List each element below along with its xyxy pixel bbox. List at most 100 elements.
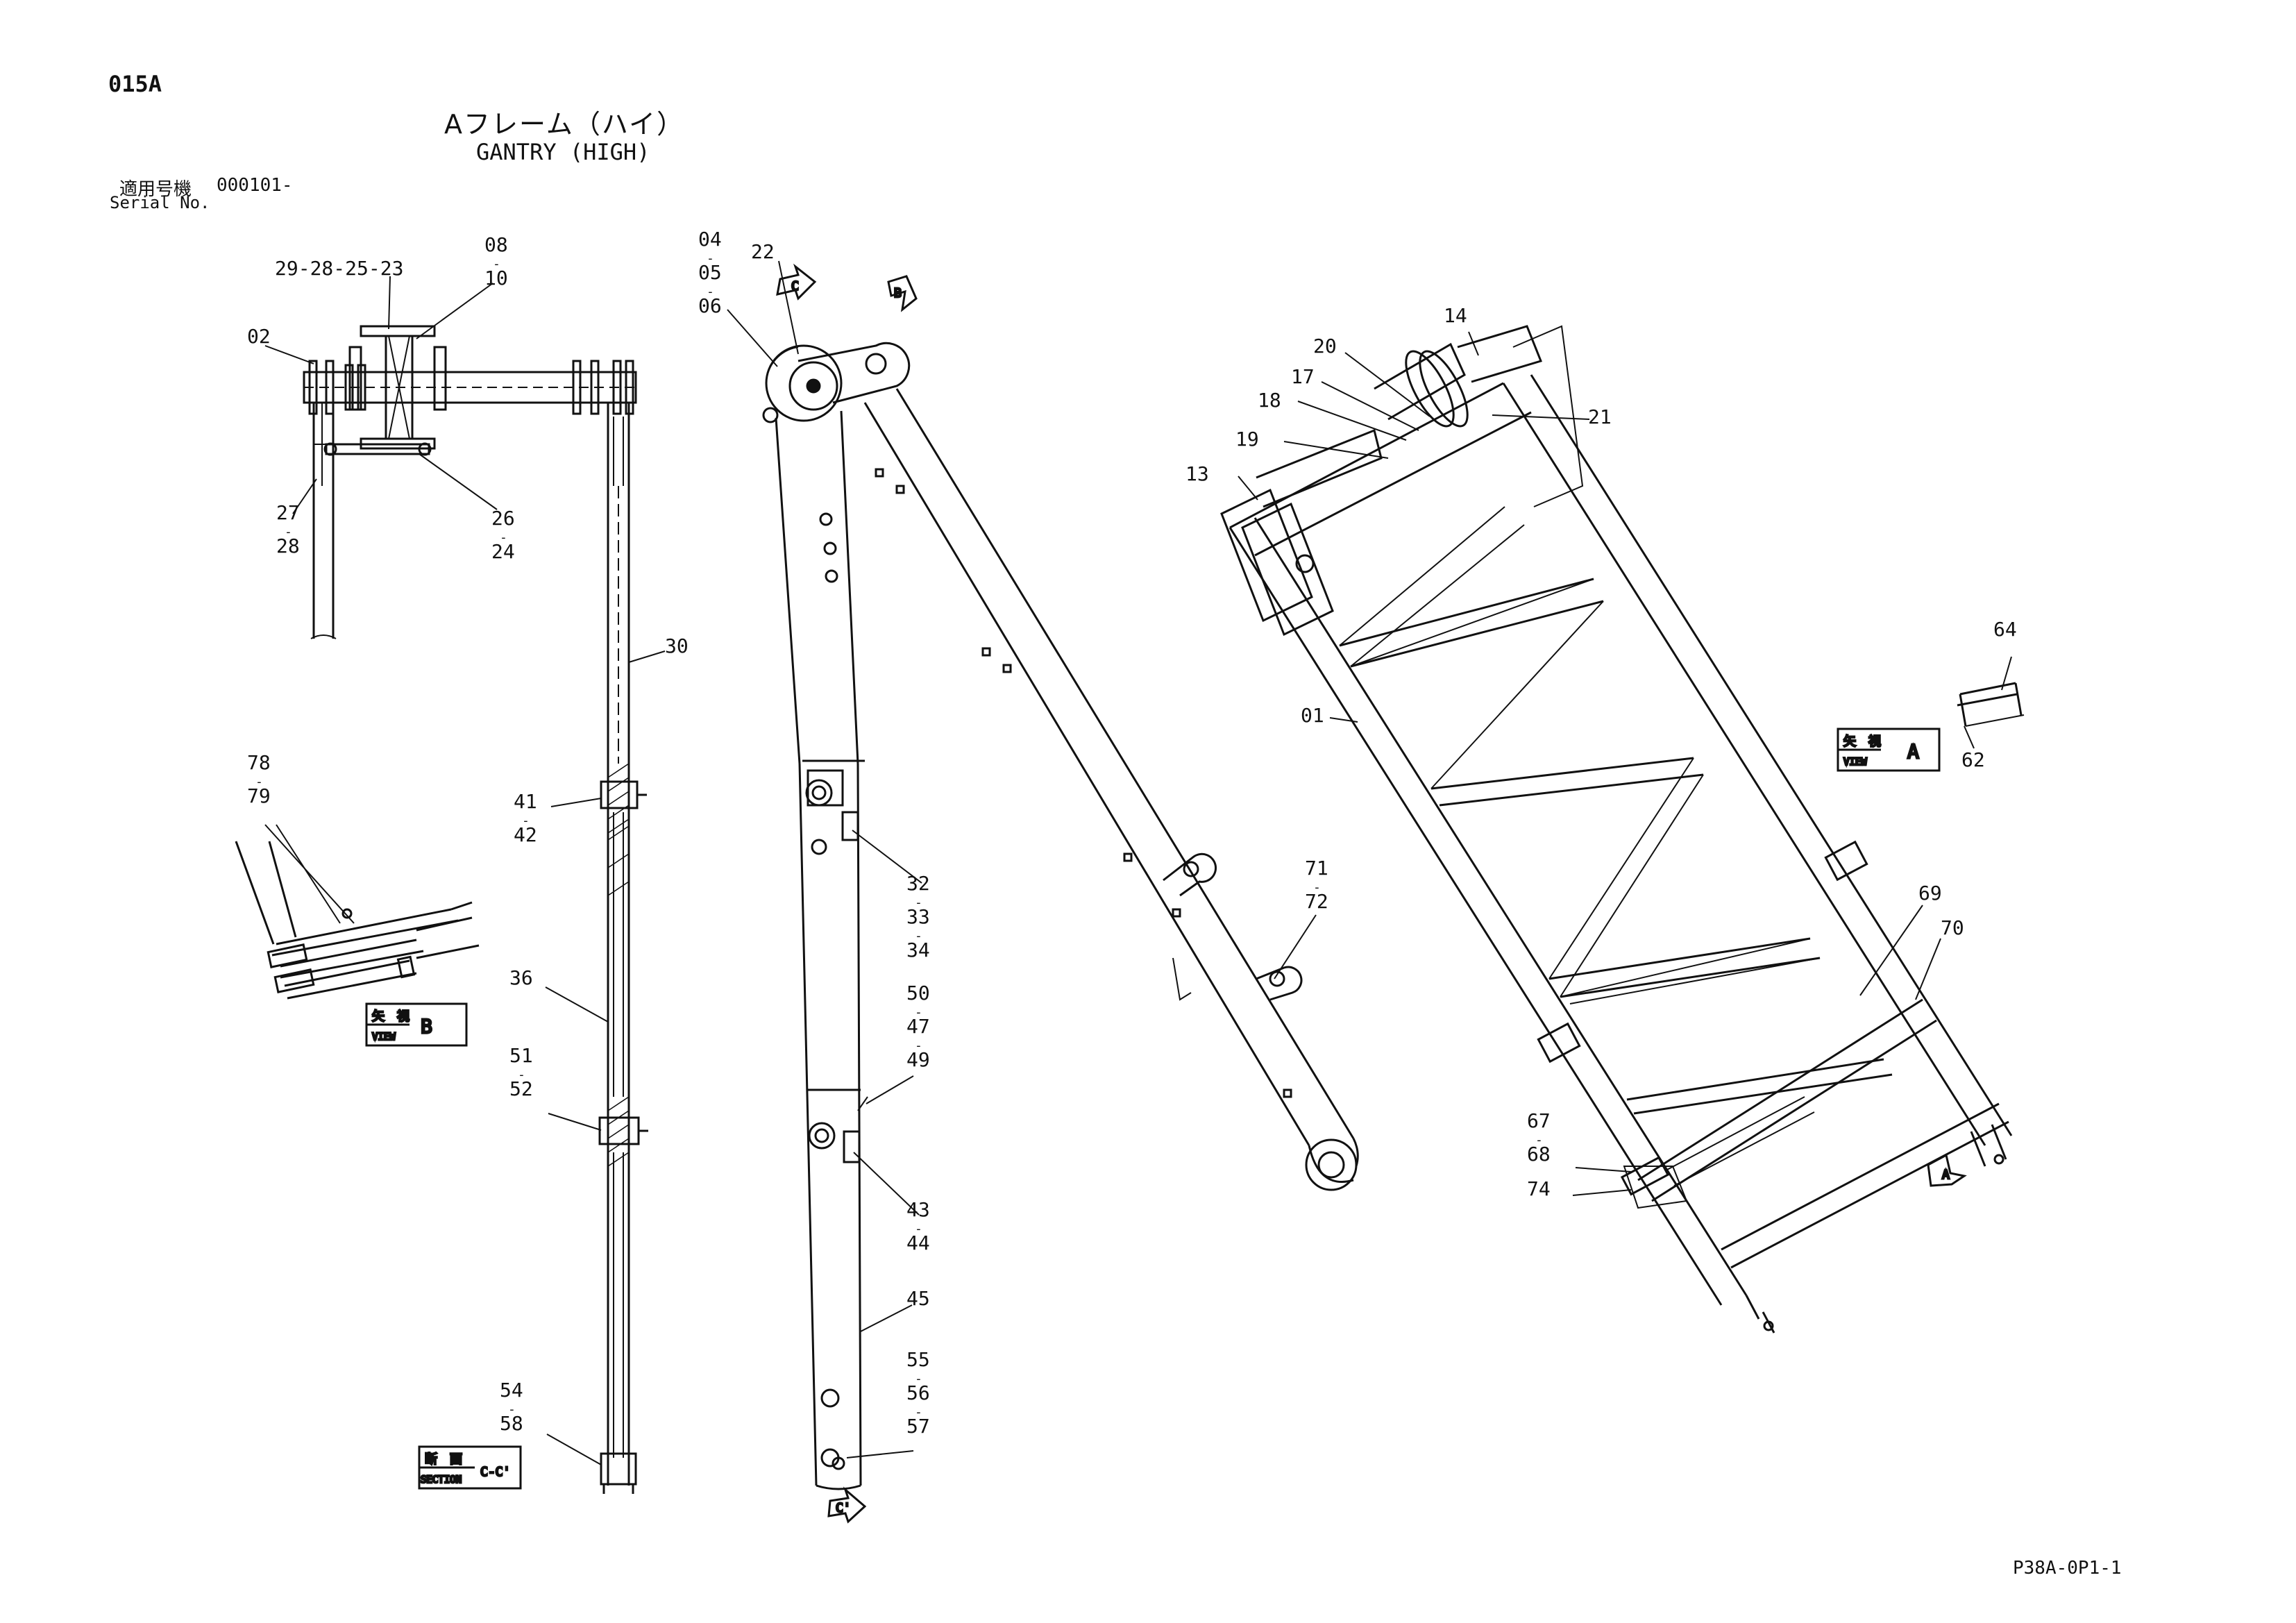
document-id: P38A-0P1-1 (2013, 1558, 2122, 1579)
callout-sep: - (915, 1038, 922, 1053)
callout-24: 24 (491, 540, 515, 563)
callout-54: 54 (500, 1379, 523, 1402)
callout-51: 51 (509, 1044, 533, 1067)
serial-number-value: 000101- (217, 175, 293, 196)
callout-sep: - (915, 895, 922, 910)
callout-56: 56 (906, 1381, 930, 1404)
callout-62: 62 (1961, 748, 1985, 771)
callout-45: 45 (906, 1287, 930, 1310)
callout-49: 49 (906, 1048, 930, 1071)
callout-01: 01 (1301, 704, 1324, 727)
callout-20: 20 (1313, 335, 1337, 358)
callout-sep: - (707, 251, 714, 266)
callout-70: 70 (1941, 916, 1964, 939)
callout-sep: - (915, 929, 922, 943)
callout-55: 55 (906, 1348, 930, 1371)
callout-27: 27 (276, 501, 300, 524)
callout-67: 67 (1527, 1109, 1551, 1132)
section-arrow-c-prime: C' (827, 1486, 867, 1524)
callout-47: 47 (906, 1015, 930, 1038)
section-cc-box: 断 面 SECTION C-C' (418, 1445, 522, 1490)
callout-29-28-25-23: 29-28-25-23 (275, 257, 403, 280)
callout-57: 57 (906, 1415, 930, 1438)
callout-06: 06 (698, 294, 722, 317)
callout-44: 44 (906, 1231, 930, 1254)
callout-sep: - (493, 257, 500, 271)
callout-22: 22 (751, 240, 775, 263)
callout-14: 14 (1444, 304, 1467, 327)
callout-79: 79 (247, 784, 271, 807)
callout-30: 30 (665, 634, 689, 657)
callout-labels: 08 - 10 29-28-25-23 02 27 - 28 26 - 24 3… (247, 228, 2017, 1438)
view-b-en: VIEW (372, 1032, 396, 1043)
section-cc-jp: 断 面 (425, 1452, 462, 1467)
callout-52: 52 (509, 1077, 533, 1100)
callout-50: 50 (906, 982, 930, 1004)
callout-sep: - (1535, 1133, 1543, 1147)
callout-sep: - (707, 285, 714, 299)
title-japanese: Aフレーム（ハイ） (444, 109, 685, 140)
callout-10: 10 (484, 267, 508, 289)
callout-sep: - (255, 775, 263, 789)
arrow-label-c: C (791, 279, 799, 294)
view-a-box: 矢 視 VIEW A (1837, 728, 1941, 772)
callout-19: 19 (1235, 428, 1259, 451)
section-cc-drawing (303, 325, 648, 1494)
view-b-box: 矢 視 VIEW B (365, 1002, 468, 1047)
callout-21: 21 (1588, 405, 1612, 428)
callout-68: 68 (1527, 1143, 1551, 1166)
view-a-letter: A (1907, 740, 1919, 763)
view-arrow-b: B (887, 275, 918, 312)
view-b-letter: B (421, 1015, 432, 1038)
callout-41: 41 (514, 790, 537, 813)
side-view-drawing (762, 342, 1359, 1490)
callout-13: 13 (1185, 462, 1209, 485)
callout-64: 64 (1993, 618, 2017, 641)
callout-42: 42 (514, 823, 537, 846)
title-english: GANTRY (HIGH) (476, 139, 650, 165)
section-arrow-c: C (776, 263, 817, 301)
callout-58: 58 (500, 1412, 523, 1435)
serial-label-english: Serial No. (110, 193, 210, 212)
callout-71: 71 (1305, 857, 1328, 880)
callout-sep: - (915, 1372, 922, 1386)
arrow-label-b: B (894, 286, 902, 301)
view-a-en: VIEW (1843, 757, 1867, 768)
callout-sep: - (522, 814, 530, 828)
leader-lines (264, 260, 2012, 1465)
view-b-drawing (235, 841, 480, 1000)
callout-28: 28 (276, 535, 300, 557)
callout-sep: - (915, 1405, 922, 1420)
section-cc-en: SECTION (421, 1474, 462, 1486)
view-b-jp: 矢 視 (372, 1009, 410, 1024)
callout-17: 17 (1291, 365, 1315, 388)
drawing-code: 015A (108, 71, 162, 97)
callout-26: 26 (491, 507, 515, 530)
callout-02: 02 (247, 325, 271, 348)
section-cc-letter: C-C' (480, 1465, 510, 1479)
callout-69: 69 (1918, 882, 1942, 905)
callout-08: 08 (484, 233, 508, 256)
callout-sep: - (518, 1068, 525, 1082)
callout-sep: - (915, 1222, 922, 1236)
view-arrow-a: A (1927, 1153, 1967, 1187)
callout-05: 05 (698, 261, 722, 284)
arrow-label-a: A (1942, 1168, 1950, 1182)
callout-sep: - (285, 525, 292, 539)
callout-33: 33 (906, 905, 930, 928)
callout-sep: - (1313, 880, 1321, 895)
callout-74: 74 (1527, 1177, 1551, 1200)
callout-78: 78 (247, 751, 271, 774)
callout-sep: - (500, 530, 507, 545)
arrow-label-c-prime: C' (836, 1501, 851, 1515)
view-a-drawing (1220, 325, 2025, 1334)
callout-32: 32 (906, 872, 930, 895)
serial-label-japanese: 適用号機 (119, 179, 192, 200)
callout-sep: - (508, 1402, 516, 1417)
callout-18: 18 (1258, 389, 1281, 412)
callout-36: 36 (509, 966, 533, 989)
callout-72: 72 (1305, 890, 1328, 913)
callout-04: 04 (698, 228, 722, 251)
callout-34: 34 (906, 939, 930, 961)
